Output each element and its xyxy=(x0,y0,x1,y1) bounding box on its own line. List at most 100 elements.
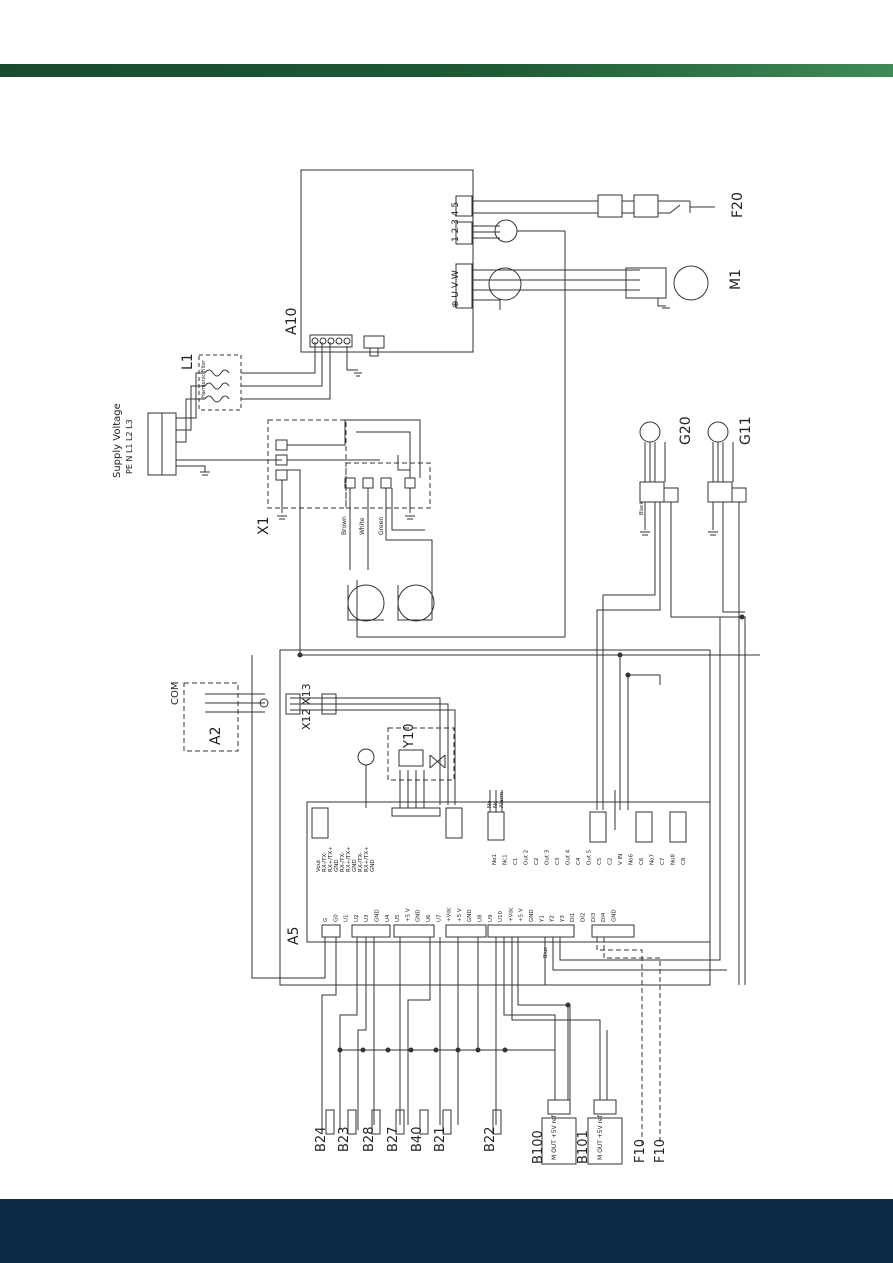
a5-bottom-terminal-15: U8 xyxy=(478,914,484,922)
a5-right-terminal-3: Out 2 xyxy=(524,850,530,865)
label-b101: B101 xyxy=(576,1130,591,1164)
a5-inner-box xyxy=(306,801,711,943)
label-m1: M1 xyxy=(728,269,744,290)
wire-green: Green xyxy=(378,517,385,535)
label-f10-a: F10 xyxy=(633,1139,648,1163)
a5-right-terminal-18: C8 xyxy=(681,857,687,865)
a5-bottom-terminal-18: +Vdc xyxy=(508,907,514,922)
a2-box xyxy=(183,682,239,752)
a5-box xyxy=(279,649,711,986)
a5-bottom-terminal-4: U3 xyxy=(364,914,370,922)
a5-bottom-terminal-19: +5 V xyxy=(519,908,525,922)
a5-bottom-terminal-11: U7 xyxy=(436,914,442,922)
label-sensor-b100: M OUT +5V ref xyxy=(551,1114,558,1160)
label-a10: A10 xyxy=(284,308,300,335)
a5-bottom-terminal-16: U9 xyxy=(488,914,494,922)
a5-right-terminal-6: C3 xyxy=(555,857,561,865)
a5-left-terminal-2: RX+/TX+ xyxy=(328,846,334,872)
a5-right-terminal-14: C6 xyxy=(639,857,645,865)
a5-bottom-terminal-6: U4 xyxy=(385,914,391,922)
a5-right-terminal-9: Out 5 xyxy=(587,849,593,865)
a5-right-terminal-12: V IN xyxy=(618,854,624,865)
label-l1: L1 xyxy=(180,353,196,370)
label-x12x13: X12 X13 xyxy=(300,683,313,730)
a5-bottom-terminal-23: Y3 xyxy=(560,915,566,923)
a5-right-terminal-2: C1 xyxy=(513,858,519,865)
a5-bottom-terminal-10: U6 xyxy=(426,914,432,922)
a5-bottom-terminal-0: G xyxy=(323,918,329,922)
a5-right-terminal-13: No6 xyxy=(629,854,635,865)
a5-right-terminal-4: C2 xyxy=(534,858,540,865)
label-f10-b: F10 xyxy=(653,1139,668,1163)
label-y10: Y10 xyxy=(402,724,417,749)
label-supply: Supply Voltage xyxy=(112,403,123,478)
a5-bottom-terminal-28: GND xyxy=(611,909,617,922)
wire-black: Black xyxy=(639,501,645,515)
alarm-terminal-1: Nc xyxy=(493,801,499,808)
a5-bottom-terminal-7: U5 xyxy=(395,914,401,922)
label-f20: F20 xyxy=(730,192,746,218)
alarm-terminal-2: Alarm xyxy=(499,792,505,808)
label-b28: B28 xyxy=(362,1127,377,1152)
wire-white: White xyxy=(359,517,366,535)
a5-left-terminal-8: RX+/TX+ xyxy=(364,846,370,872)
label-a2: A2 xyxy=(208,727,224,745)
a5-right-terminal-16: C7 xyxy=(660,857,666,865)
x1-ext-box xyxy=(345,462,431,509)
label-com: COM xyxy=(170,682,181,705)
label-a5: A5 xyxy=(286,927,302,945)
label-g20: G20 xyxy=(678,416,694,445)
label-b40: B40 xyxy=(410,1127,425,1152)
a5-left-terminal-3: GND xyxy=(334,859,340,872)
a5-bottom-terminal-2: U1 xyxy=(344,914,350,922)
a5-bottom-terminal-21: Y1 xyxy=(539,915,545,923)
a5-bottom-terminal-8: +5 V xyxy=(405,908,411,922)
alarm-terminal-0: No xyxy=(487,800,493,808)
label-sensor-b101: M OUT +5V ref xyxy=(597,1114,604,1160)
footer-bar xyxy=(0,1199,893,1263)
x1-box xyxy=(267,419,347,509)
a5-bottom-terminal-22: Y2 xyxy=(550,915,556,923)
label-b100: B100 xyxy=(531,1130,546,1164)
label-b22: B22 xyxy=(483,1127,498,1152)
a5-left-terminal-7: RX-/TX- xyxy=(358,852,364,872)
a5-left-terminal-6: GND xyxy=(352,859,358,872)
a5-right-terminal-10: C5 xyxy=(597,857,603,865)
a5-left-terminal-0: Vout xyxy=(316,859,322,872)
label-g11: G11 xyxy=(738,416,754,445)
a5-bottom-terminal-13: +5 V xyxy=(457,908,463,922)
a5-bottom-terminal-12: +Vdc xyxy=(447,907,453,922)
a5-right-terminal-8: C4 xyxy=(576,857,582,865)
a5-left-terminal-9: GND xyxy=(370,859,376,872)
a5-bottom-terminal-9: GND xyxy=(416,909,422,922)
a5-right-terminal-15: No7 xyxy=(650,854,656,865)
label-b23: B23 xyxy=(337,1127,352,1152)
a5-right-terminal-7: Out 4 xyxy=(566,849,572,865)
a5-bottom-terminal-26: DI3 xyxy=(591,912,597,922)
label-pe-n-l: PE N L1 L2 L3 xyxy=(125,419,134,474)
a5-right-terminal-1: Nc1 xyxy=(503,854,509,865)
a5-right-terminal-0: No1 xyxy=(492,854,498,865)
wire-blue: Blue xyxy=(543,947,549,958)
a10-box xyxy=(300,169,474,353)
a5-left-terminal-1: RX-/TX- xyxy=(322,852,328,872)
label-filter: Harmonic Filter xyxy=(201,359,207,398)
a5-right-terminal-17: No8 xyxy=(671,854,677,865)
a5-bottom-terminal-5: GND xyxy=(375,909,381,922)
a5-left-terminal-5: RX+/TX+ xyxy=(346,846,352,872)
label-b24: B24 xyxy=(314,1127,329,1152)
a5-bottom-terminal-20: GND xyxy=(529,909,535,922)
a5-bottom-terminal-27: DI4 xyxy=(601,912,607,922)
label-b27: B27 xyxy=(386,1127,401,1152)
a5-bottom-terminal-24: DI1 xyxy=(570,913,576,922)
a5-right-terminal-5: Out 3 xyxy=(545,849,551,865)
a5-bottom-terminal-14: GND xyxy=(467,909,473,922)
a5-bottom-terminal-3: U2 xyxy=(354,914,360,922)
label-b21: B21 xyxy=(433,1127,448,1152)
header-bar xyxy=(0,64,893,77)
a5-left-terminal-4: RX-/TX- xyxy=(340,852,346,872)
a5-right-terminal-11: C2 xyxy=(608,858,614,865)
label-x1: X1 xyxy=(256,517,272,536)
label-uvw: ⊕ U V W xyxy=(451,270,461,308)
a5-bottom-terminal-17: U10 xyxy=(498,910,504,922)
